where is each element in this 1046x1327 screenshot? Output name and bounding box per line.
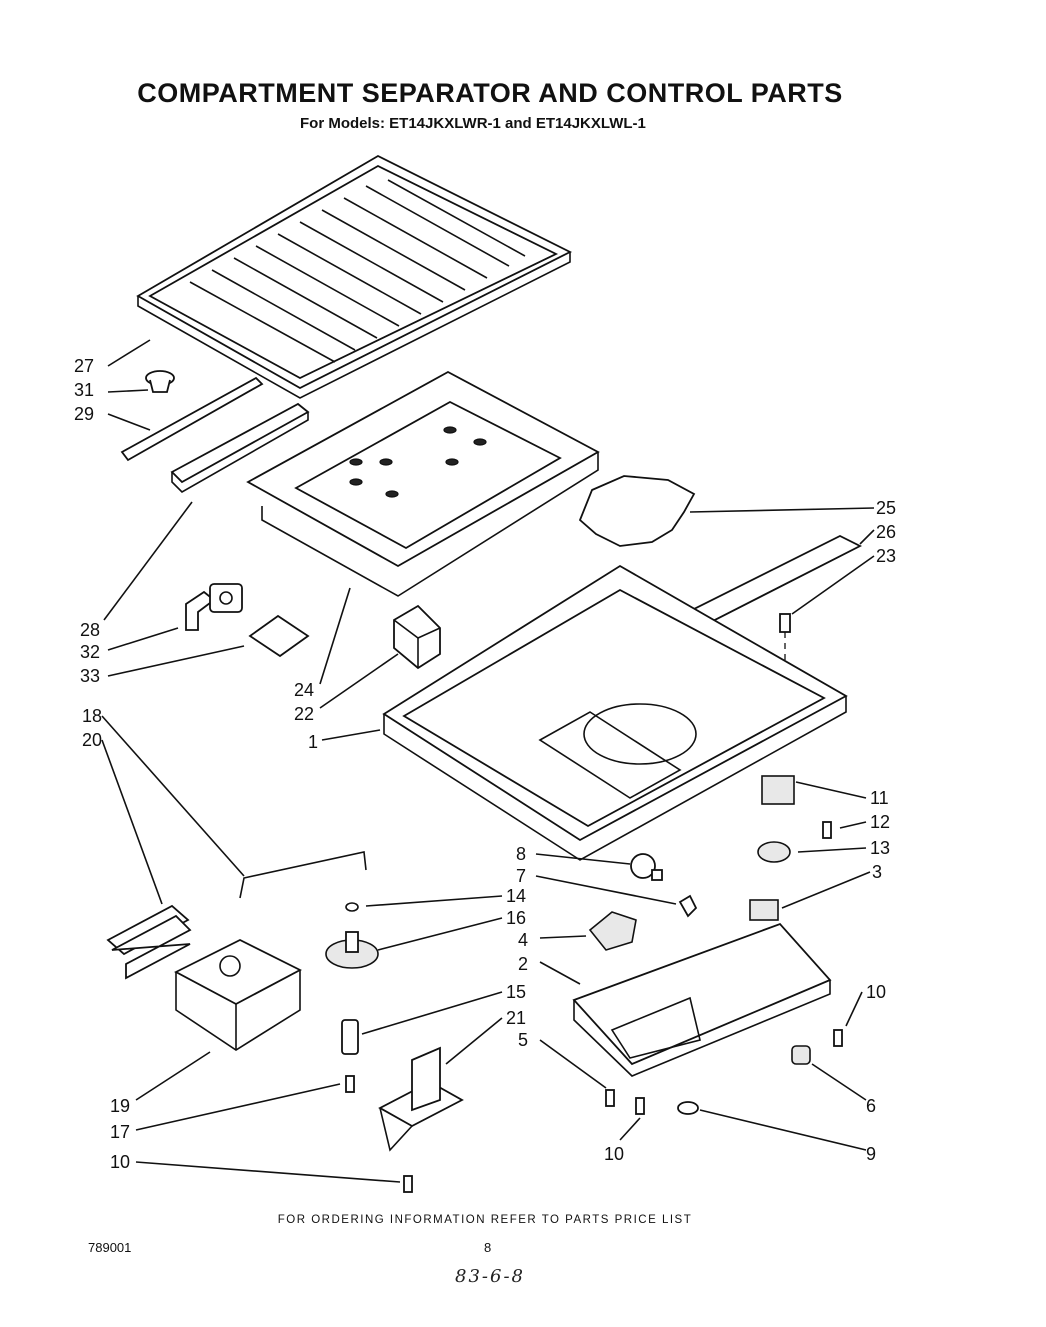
- part-21-bracket: [378, 1046, 464, 1152]
- callout-10-right: 10: [866, 982, 886, 1002]
- part-33-bracket: [248, 614, 310, 658]
- page-number: 8: [484, 1240, 492, 1255]
- callout-28: 28: [80, 620, 100, 640]
- callout-31: 31: [74, 380, 94, 400]
- callout-26: 26: [876, 522, 896, 542]
- callout-12: 12: [870, 812, 890, 832]
- callout-18: 18: [82, 706, 102, 726]
- callout-2: 2: [518, 954, 528, 974]
- part-16-dial: [325, 931, 379, 969]
- callout-25: 25: [876, 498, 896, 518]
- part-7-socket: [678, 894, 698, 918]
- ordering-note: FOR ORDERING INFORMATION REFER TO PARTS …: [277, 1214, 693, 1226]
- part-29-strip: [120, 376, 264, 462]
- callout-10-center: 10: [604, 1144, 624, 1164]
- leader-lines: [101, 339, 875, 1183]
- callout-13: 13: [870, 838, 890, 858]
- callout-6: 6: [866, 1096, 876, 1116]
- part-3-switch: [749, 899, 779, 921]
- callout-3: 3: [872, 862, 882, 882]
- part-15-shaft: [341, 1019, 359, 1055]
- callout-10-left: 10: [110, 1152, 130, 1172]
- part-1-control-housing: [382, 564, 848, 861]
- part-22-block: [393, 604, 441, 670]
- part-8-bulb: [630, 853, 663, 881]
- callout-27: 27: [74, 356, 94, 376]
- part-17-screw: [345, 1075, 355, 1093]
- callout-23: 23: [876, 546, 896, 566]
- callout-8: 8: [516, 844, 526, 864]
- callout-1: 1: [308, 732, 318, 752]
- document-number: 789001: [88, 1240, 132, 1255]
- model-subtitle: For Models: ET14JKXLWR-1 and ET14JKXLWL-…: [300, 115, 646, 132]
- part-25-baffle: [578, 475, 696, 547]
- part-2-control-tray: [572, 922, 832, 1077]
- part-28-channel: [170, 402, 310, 493]
- callout-21: 21: [506, 1008, 526, 1028]
- part-9-grommet: [677, 1101, 699, 1115]
- page-title: COMPARTMENT SEPARATOR AND CONTROL PARTS: [137, 78, 843, 108]
- callout-33: 33: [80, 666, 100, 686]
- part-4-light-switch: [588, 911, 637, 951]
- callout-32: 32: [80, 642, 100, 662]
- part-10-screw-right: [833, 1029, 843, 1047]
- part-19-thermostat: [174, 938, 302, 1051]
- part-31-plug: [145, 370, 175, 393]
- part-5-screw: [605, 1089, 615, 1107]
- part-18-capillary-tube: [239, 851, 367, 899]
- callout-14: 14: [506, 886, 526, 906]
- callout-9: 9: [866, 1144, 876, 1164]
- part-12-screw: [822, 821, 832, 839]
- part-14-clip: [345, 902, 359, 912]
- callout-11: 11: [870, 788, 889, 808]
- callout-7: 7: [516, 866, 526, 886]
- callout-29: 29: [74, 404, 94, 424]
- callout-19: 19: [110, 1096, 130, 1116]
- callout-24: 24: [294, 680, 314, 700]
- callout-22: 22: [294, 704, 314, 724]
- part-20-gasket: [106, 904, 192, 980]
- part-24-separator-body: [246, 370, 600, 597]
- callout-4: 4: [518, 930, 528, 950]
- callout-5: 5: [518, 1030, 528, 1050]
- part-11-switch: [761, 775, 795, 805]
- callout-16: 16: [506, 908, 526, 928]
- part-10-screw-lower: [403, 1175, 413, 1193]
- part-6-clip: [791, 1045, 811, 1065]
- part-13-knob: [757, 841, 791, 863]
- handwritten-note: 83-6-8: [455, 1266, 525, 1287]
- part-32-connector: [185, 583, 243, 631]
- part-10-screw-center: [635, 1097, 645, 1115]
- callout-15: 15: [506, 982, 526, 1002]
- part-27-separator-panel: [136, 154, 573, 399]
- callout-20: 20: [82, 730, 102, 750]
- callout-17: 17: [110, 1122, 130, 1142]
